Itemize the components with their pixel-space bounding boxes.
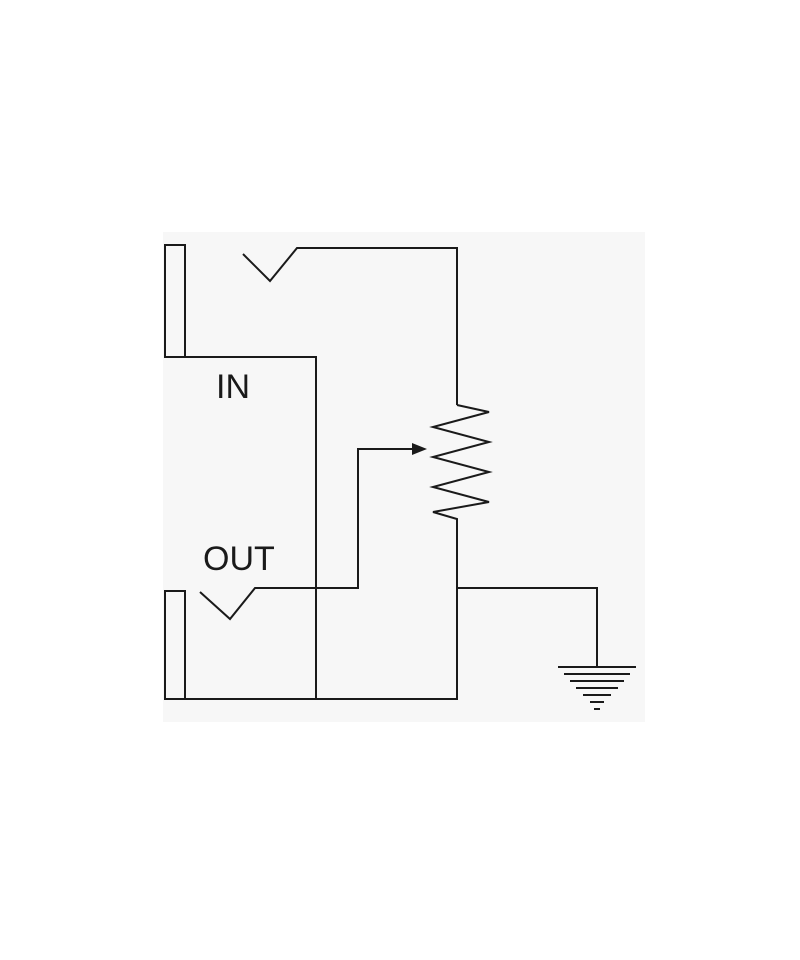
input-sleeve-wire bbox=[185, 356, 317, 699]
output-label: OUT bbox=[203, 540, 275, 578]
output-wiper-wire bbox=[199, 448, 415, 621]
potentiometer bbox=[429, 404, 493, 588]
ground-bus-wire bbox=[185, 588, 458, 700]
input-jack-sleeve bbox=[164, 244, 186, 358]
diagram-panel bbox=[163, 232, 645, 722]
wiper-arrow-icon bbox=[412, 443, 427, 455]
ground-icon bbox=[558, 666, 636, 710]
input-tip-wire bbox=[242, 247, 458, 405]
input-label: IN bbox=[216, 368, 250, 406]
ground-wire bbox=[457, 587, 598, 666]
output-jack-sleeve bbox=[164, 590, 186, 700]
